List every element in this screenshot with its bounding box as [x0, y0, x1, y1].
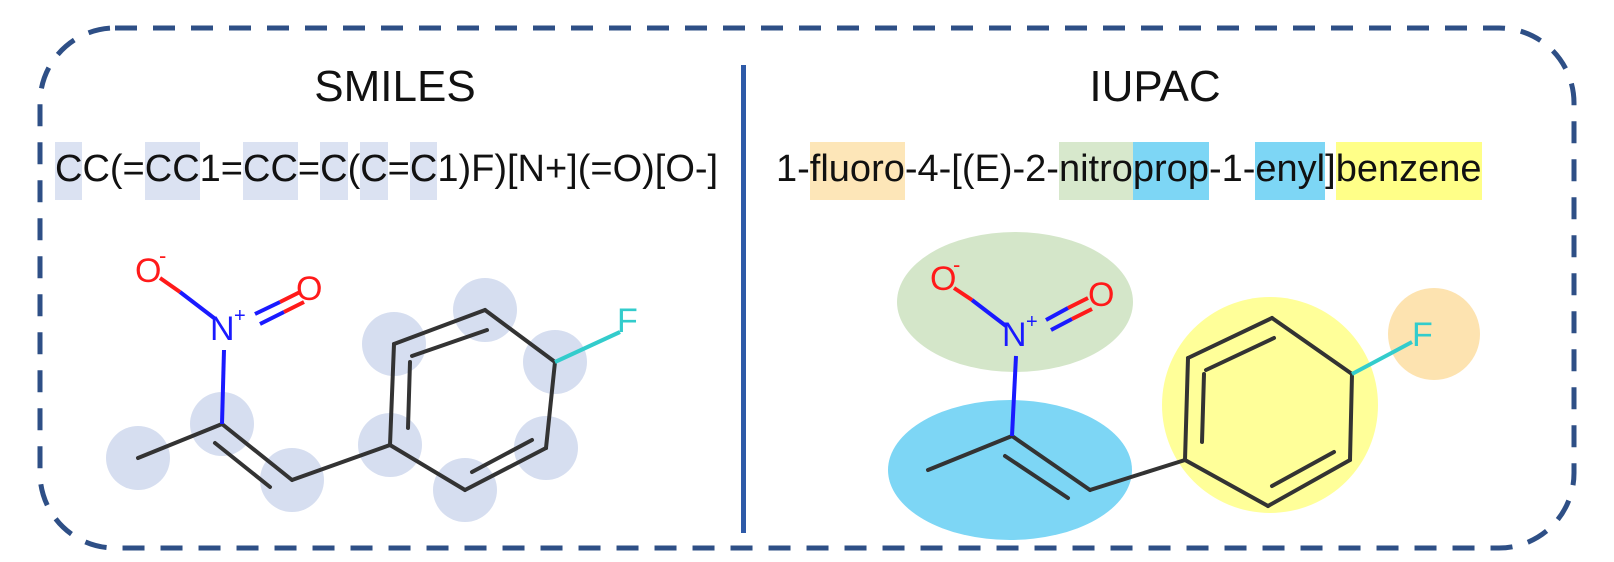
oxygen-label: O	[296, 270, 322, 308]
highlighted-token: fluoro	[809, 142, 905, 200]
nitrogen-label: N	[1002, 316, 1027, 354]
propenyl-highlight	[888, 400, 1132, 540]
highlighted-token: enyl	[1255, 142, 1326, 200]
token: =	[387, 148, 410, 190]
highlighted-token: C	[409, 142, 438, 200]
highlighted-token: C	[172, 142, 200, 200]
plus-sign: +	[1026, 311, 1038, 333]
oxygen-minus-label: O	[135, 252, 161, 290]
highlighted-token: benzene	[1335, 142, 1482, 200]
highlighted-token: C	[243, 142, 271, 200]
oxygen-label: O	[1088, 276, 1114, 314]
token: =	[297, 148, 321, 190]
smiles-title: SMILES	[314, 62, 476, 111]
nitrogen-label: N	[210, 310, 235, 348]
bonds	[926, 316, 1354, 508]
highlighted-token: C	[55, 142, 83, 200]
minus-sign: -	[953, 252, 960, 277]
smiles-string: CC(=CC1=CC=C(C=C1)F)[N+](=O)[O-]	[55, 142, 718, 200]
bonds	[136, 308, 557, 492]
benzene-highlight	[1162, 297, 1378, 513]
token: 1)F)[N+](=O)[O-]	[437, 148, 719, 190]
highlighted-token: C	[144, 142, 173, 200]
highlighted-token: C	[270, 142, 298, 200]
token: 1=	[199, 148, 243, 190]
token: (=	[109, 148, 145, 190]
token: C	[82, 148, 110, 190]
highlighted-token: C	[360, 142, 388, 200]
token: -4-[(E)-2-	[904, 148, 1059, 190]
fluorine-label: F	[1412, 316, 1433, 354]
highlighted-token: nitro	[1058, 142, 1133, 200]
plus-sign: +	[234, 305, 246, 327]
token: -1-	[1208, 148, 1256, 190]
fluoro-highlight	[1388, 288, 1480, 380]
panel-divider	[741, 65, 746, 533]
highlighted-token: C	[320, 142, 348, 200]
iupac-name: 1-fluoro-4-[(E)-2-nitroprop-1-enyl]benze…	[776, 142, 1482, 200]
token: (	[347, 148, 361, 190]
fluorine-label: F	[617, 302, 638, 340]
nitro-group-highlight	[897, 232, 1133, 372]
iupac-title: IUPAC	[1089, 62, 1221, 111]
highlighted-token: prop	[1132, 142, 1209, 200]
oxygen-minus-label: O	[930, 260, 956, 298]
minus-sign: -	[159, 243, 166, 268]
token: ]	[1325, 148, 1336, 190]
token: 1-	[776, 148, 810, 190]
